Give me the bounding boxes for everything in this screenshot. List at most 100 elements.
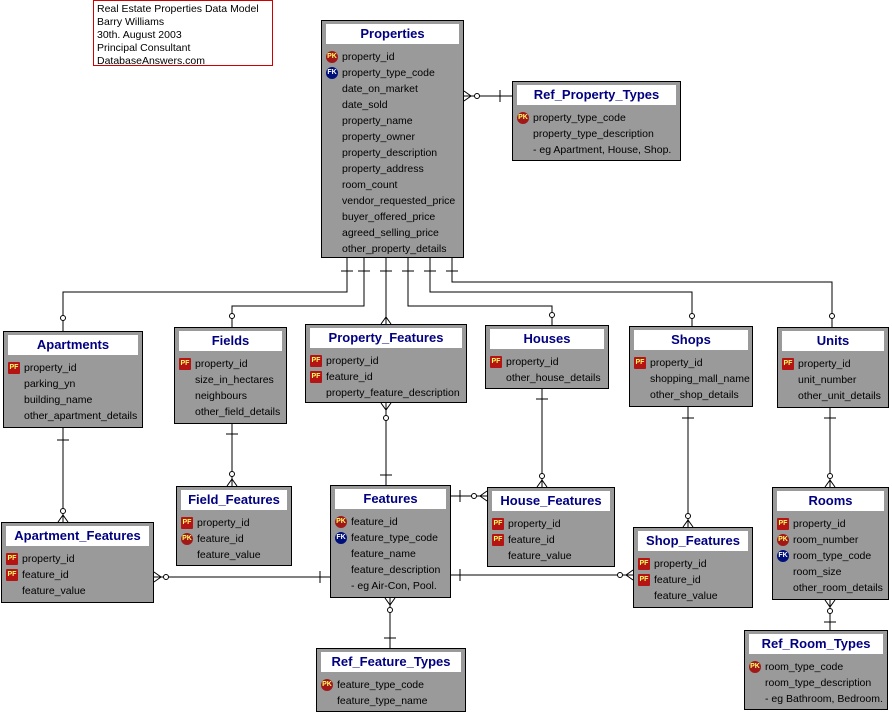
attribute-name: - eg Air-Con, Pool.	[351, 580, 437, 592]
crows-foot-marker	[57, 514, 69, 523]
attribute-name: room_size	[793, 566, 842, 578]
attribute-row: parking_yn	[8, 376, 140, 392]
pk-key-icon: PK	[335, 516, 347, 528]
attribute-row: other_unit_details	[782, 388, 886, 404]
attribute-name: feature_id	[351, 516, 398, 528]
attribute-name: property_id	[326, 355, 379, 367]
pf-key-icon: PF	[638, 558, 650, 570]
attribute-name: property_id	[24, 362, 77, 374]
attribute-name: feature_type_code	[351, 532, 438, 544]
note-line-title: Real Estate Properties Data Model	[97, 3, 259, 15]
attribute-row: property_name	[326, 113, 461, 129]
crows-foot-marker	[380, 402, 392, 411]
attribute-name: room_number	[793, 534, 859, 546]
attribute-row: neighbours	[179, 388, 284, 404]
attribute-row: - eg Air-Con, Pool.	[335, 578, 448, 594]
attribute-name: feature_description	[351, 564, 441, 576]
pk-key-icon: PK	[321, 679, 333, 691]
attribute-name: unit_number	[798, 374, 857, 386]
attribute-name: shopping_mall_name	[650, 373, 750, 385]
attribute-name: room_type_code	[765, 661, 844, 673]
crows-foot-marker	[682, 519, 694, 528]
entity-title: Houses	[490, 329, 604, 349]
attribute-name: vendor_requested_price	[342, 195, 456, 207]
relationship-line	[451, 258, 833, 327]
attribute-name: feature_value	[22, 585, 86, 597]
crows-foot-marker	[479, 490, 488, 502]
entity-title: Field_Features	[181, 490, 287, 510]
attribute-row: room_size	[777, 564, 886, 580]
attribute-name: - eg Bathroom, Bedroom.	[765, 693, 883, 705]
optional-marker	[689, 313, 695, 319]
entity-title: Properties	[326, 24, 459, 44]
attribute-row: buyer_offered_price	[326, 209, 461, 225]
attribute-row: PK feature_id	[335, 514, 448, 530]
optional-marker	[539, 473, 545, 479]
attribute-row: PK property_type_code	[517, 110, 678, 126]
note-line-date: 30th. August 2003	[97, 29, 182, 41]
attribute-name: feature_id	[197, 533, 244, 545]
attribute-name: parking_yn	[24, 378, 76, 390]
entity-title: Shop_Features	[638, 531, 748, 551]
attribute-name: property_name	[342, 115, 413, 127]
note-line-website: DatabaseAnswers.com	[97, 55, 205, 67]
diagram-note: Real Estate Properties Data Model Barry …	[93, 0, 273, 67]
attribute-name: property_address	[342, 163, 424, 175]
optional-marker	[60, 315, 66, 321]
attribute-name: property_type_code	[533, 112, 626, 124]
note-line-author: Barry Williams	[97, 16, 165, 28]
entity-title: Features	[335, 489, 446, 509]
attribute-name: date_sold	[342, 99, 388, 111]
optional-marker	[383, 415, 389, 421]
attribute-row: feature_value	[492, 548, 612, 564]
attribute-name: feature_type_name	[337, 695, 428, 707]
attribute-row: other_apartment_details	[8, 408, 140, 424]
pf-key-icon: PF	[181, 517, 193, 529]
attribute-row: room_count	[326, 177, 461, 193]
attribute-row: property_feature_description	[310, 385, 464, 401]
optional-marker	[549, 312, 555, 318]
pf-key-icon: PF	[492, 534, 504, 546]
attribute-name: feature_id	[326, 371, 373, 383]
attribute-row: feature_type_name	[321, 693, 463, 709]
crows-foot-marker	[384, 597, 396, 606]
attribute-name: property_id	[195, 358, 248, 370]
attribute-row: FK feature_type_code	[335, 530, 448, 546]
attribute-name: other_field_details	[195, 406, 281, 418]
pf-key-icon: PF	[6, 569, 18, 581]
fk-key-icon: FK	[335, 532, 347, 544]
pk-key-icon: PK	[517, 112, 529, 124]
attribute-row: property_description	[326, 145, 461, 161]
attribute-name: neighbours	[195, 390, 247, 402]
attribute-name: feature_id	[654, 574, 701, 586]
